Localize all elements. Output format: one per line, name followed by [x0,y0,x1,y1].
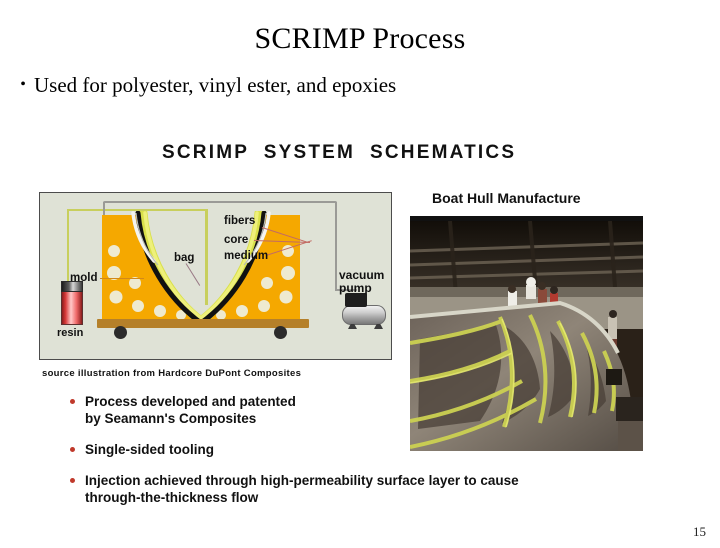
intro-bullet: • Used for polyester, vinyl ester, and e… [12,72,712,98]
list-item-line1: Single-sided tooling [85,442,214,457]
bullet-marker-icon: • [20,76,26,93]
photo-caption: Boat Hull Manufacture [432,190,581,206]
page-number: 15 [693,524,706,539]
list-item-line1: Process developed and patented [85,394,296,409]
label-vacuum-pump-line2: pump [339,281,372,295]
key-points-list: Process developed and patented by Seaman… [68,393,668,520]
resin-container-cap [61,281,83,292]
source-credit: source illustration from Hardcore DuPont… [42,368,302,379]
list-item: Single-sided tooling [68,441,668,458]
list-item: Injection achieved through high-permeabi… [68,472,668,506]
mold-table [97,319,309,328]
vacuum-pump-foot [374,324,383,329]
intro-bullet-text: Used for polyester, vinyl ester, and epo… [34,73,397,97]
table-wheel [274,326,287,339]
vacuum-pump-foot [348,324,357,329]
label-bag: bag [174,252,195,264]
red-bullet-icon [70,447,75,452]
label-resin: resin [57,327,84,339]
label-fibers: fibers [224,215,256,227]
mold-assembly [102,211,302,323]
boat-hull-photo [410,216,643,451]
label-vacuum-pump-line1: vacuum [339,268,385,282]
label-core: core [224,234,249,246]
schematic-heading: SCRIMP SYSTEM SCHEMATICS [162,142,517,163]
list-item-line1: Injection achieved through high-permeabi… [85,473,519,488]
red-bullet-icon [70,399,75,404]
list-item-line2: by Seamann's Composites [85,411,257,426]
label-mold: mold [70,272,98,284]
leader-line-mold [100,278,144,279]
label-medium: medium [224,250,269,262]
vacuum-pump-motor [345,293,367,307]
scrimp-schematic-diagram: resin vacuum pump mold bag fibers core m… [39,192,392,360]
vacuum-line-segment [335,289,357,291]
resin-feed-tube-drop [205,209,208,305]
label-vacuum-pump: vacuum pump [339,269,384,295]
resin-feed-tube [67,209,207,283]
page-title: SCRIMP Process [254,22,466,55]
red-bullet-icon [70,478,75,483]
list-item: Process developed and patented by Seaman… [68,393,668,427]
vacuum-pump-body [342,305,386,325]
list-item-line2: through-the-thickness flow [85,490,259,505]
table-wheel [114,326,127,339]
figure-block: SCRIMP SYSTEM SCHEMATICS [0,128,720,528]
